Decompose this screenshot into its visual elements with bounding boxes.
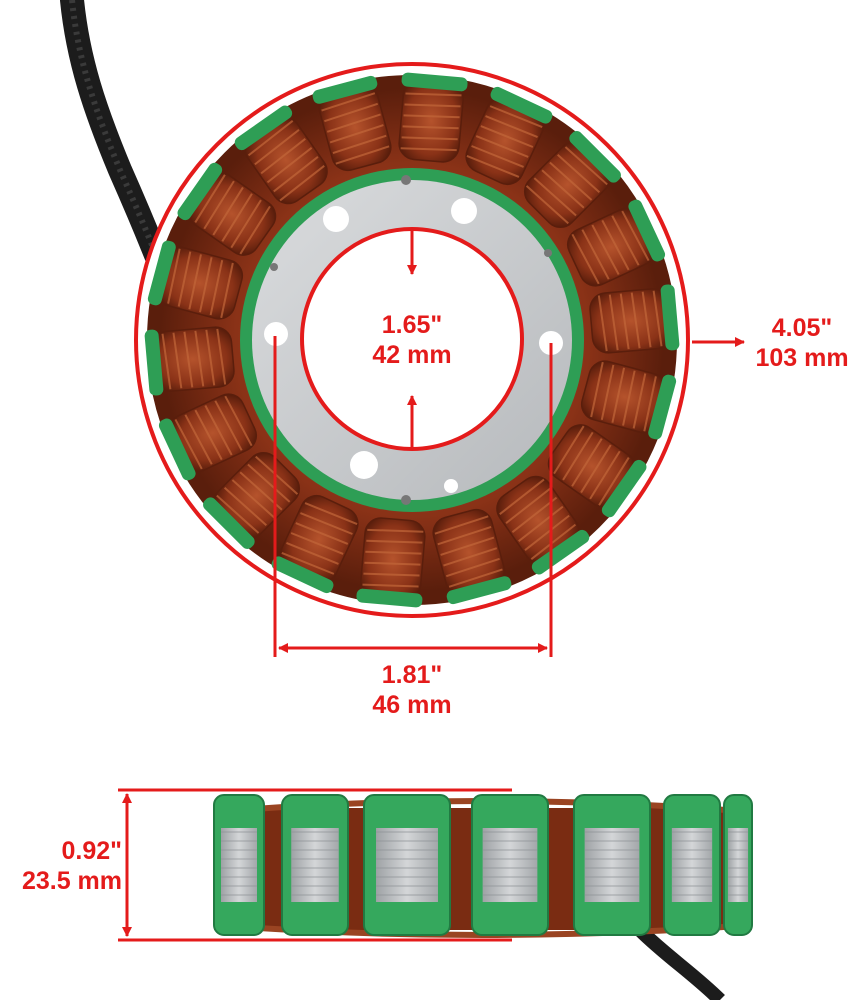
coil-cap [660, 284, 680, 351]
coil-cap [177, 162, 223, 221]
coil-cap [628, 199, 666, 262]
coil [356, 517, 426, 608]
coil [566, 199, 666, 287]
thickness-label: 0.92" 23.5 mm [0, 836, 122, 896]
side-tooth [573, 794, 651, 936]
side-view-stator [213, 794, 753, 1000]
coil [234, 105, 328, 205]
rivet [544, 249, 552, 257]
coil-cap [490, 86, 553, 124]
coil [203, 451, 301, 549]
coil-cap [203, 497, 255, 549]
coil [158, 393, 258, 481]
coil-cap [648, 374, 677, 440]
mount-hole [451, 198, 477, 224]
mounting-holes [264, 175, 563, 505]
bolt-spacing-label: 1.81" 46 mm [352, 660, 472, 720]
side-tooth [213, 794, 265, 936]
coil-cap [356, 588, 423, 608]
bolt-spacing-metric: 46 mm [372, 691, 452, 719]
thickness-imperial: 0.92" [61, 837, 122, 865]
outer-diameter-label: 4.05" 103 mm [742, 313, 862, 373]
coil-group [144, 72, 680, 608]
coil-cap [271, 556, 334, 594]
coil [147, 240, 244, 320]
inner-bore-label: 1.65" 42 mm [352, 310, 472, 370]
side-tooth [363, 794, 451, 936]
rivet [401, 175, 411, 185]
coil [496, 475, 590, 575]
inner-bore-metric: 42 mm [372, 341, 452, 369]
inner-bore-circle [300, 227, 524, 451]
side-tooth [663, 794, 721, 936]
coil [465, 86, 553, 186]
coil-cap [446, 576, 512, 605]
coil [580, 360, 677, 440]
wire-cable [60, 0, 172, 277]
side-tooth [281, 794, 349, 936]
side-teeth [213, 794, 753, 936]
outer-diameter-imperial: 4.05" [771, 314, 833, 342]
coil-cap [144, 329, 164, 396]
mount-hole [264, 322, 288, 346]
rivet [401, 495, 411, 505]
coil [144, 326, 235, 396]
coil-cap [312, 75, 378, 104]
mount-hole [323, 206, 349, 232]
coil [523, 131, 621, 229]
coil [271, 494, 359, 594]
coil [398, 72, 468, 163]
side-cable [635, 925, 725, 1000]
coil [432, 508, 512, 605]
mount-hole [350, 451, 378, 479]
coil-cap [531, 529, 590, 575]
mount-hole [444, 479, 458, 493]
coil-cap [569, 131, 621, 183]
outer-diameter-metric: 103 mm [755, 344, 849, 372]
side-tooth [471, 794, 549, 936]
coil-cap [401, 72, 468, 92]
rivet [270, 263, 278, 271]
coil [177, 162, 277, 256]
coil [547, 424, 647, 518]
bolt-spacing-imperial: 1.81" [381, 661, 443, 689]
side-tooth [723, 794, 753, 936]
inner-bore-imperial: 1.65" [381, 311, 443, 339]
coil-cap [147, 240, 176, 306]
coil [589, 284, 680, 354]
coil [312, 75, 392, 172]
coil-cap [158, 418, 196, 481]
thickness-metric: 23.5 mm [21, 867, 122, 895]
coil-cap [234, 105, 293, 151]
coil-cap [601, 459, 647, 518]
